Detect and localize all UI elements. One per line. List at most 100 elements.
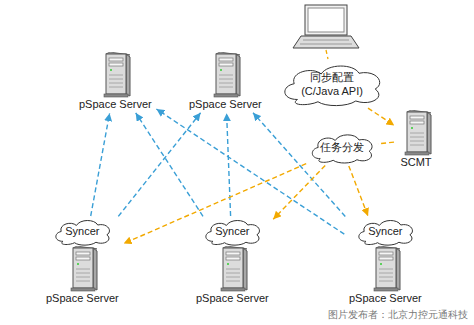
icon-part — [221, 288, 245, 291]
icon-part — [214, 94, 238, 97]
dashed-link — [227, 113, 231, 216]
icon-part — [109, 83, 123, 84]
icon-part — [226, 269, 240, 270]
laptop-keys — [303, 40, 349, 41]
icon-part — [104, 94, 128, 97]
icon-part — [379, 269, 393, 270]
icon-part — [226, 257, 240, 260]
cloud-path — [206, 221, 260, 246]
icon-part — [405, 152, 429, 155]
icon-part — [219, 63, 233, 66]
icon-part — [93, 248, 97, 290]
node-label: Syncer — [65, 225, 99, 238]
icon-part — [220, 69, 222, 71]
icon-part — [227, 263, 229, 265]
dashed-link — [349, 166, 368, 216]
icon-part — [219, 87, 233, 88]
icon-part — [243, 248, 247, 290]
icon-part — [411, 127, 413, 129]
icon-part — [410, 141, 424, 142]
server-node: pSpace Server — [186, 52, 265, 111]
icon-part — [410, 133, 424, 134]
server-icon — [215, 246, 249, 292]
laptop-keyboard — [293, 36, 359, 48]
icon-part — [219, 58, 233, 61]
icon-part — [376, 248, 396, 288]
syncer-server: Syncer pSpace Server — [43, 218, 122, 305]
syncer-cloud: Syncer — [355, 218, 416, 246]
dashed-link — [91, 113, 110, 216]
node-label: 同步配置 (C/Java API) — [290, 71, 374, 97]
dashed-leader — [326, 50, 328, 59]
syncer-cloud: Syncer — [52, 218, 113, 246]
node-label: 任务分发 — [320, 141, 364, 154]
icon-part — [219, 79, 233, 80]
icon-part — [76, 281, 90, 282]
syncer-server: SyncerpSpace Server — [346, 218, 425, 305]
icon-part — [109, 79, 123, 80]
icon-part — [396, 248, 400, 290]
dashed-link — [136, 113, 203, 216]
icon-part — [109, 58, 123, 61]
icon-part — [109, 63, 123, 66]
icon-part — [226, 281, 240, 282]
node-label: pSpace Server — [46, 292, 119, 305]
icon-part — [219, 75, 233, 76]
icon-part — [410, 145, 424, 146]
icon-part — [110, 69, 112, 71]
icon-part — [380, 263, 382, 265]
icon-part — [76, 273, 90, 274]
server-node: SCMT — [396, 110, 436, 169]
icon-part — [379, 273, 393, 274]
icon-part — [76, 269, 90, 270]
cloud-path — [359, 221, 413, 246]
laptop-screen — [305, 5, 347, 35]
icon-part — [410, 116, 424, 119]
laptop-display — [308, 8, 344, 32]
syncer-cloud: Syncer — [202, 218, 263, 246]
cloud-path — [56, 221, 110, 246]
icon-part — [374, 288, 398, 291]
icon-part — [71, 288, 95, 291]
cloud-path — [312, 135, 372, 163]
icon-part — [410, 137, 424, 138]
dashed-link — [118, 113, 200, 217]
server-node: pSpace Server — [76, 52, 155, 111]
dashed-link — [253, 113, 345, 217]
node-label: SCMT — [400, 156, 431, 169]
icon-part — [226, 273, 240, 274]
icon-part — [379, 281, 393, 282]
node-label: pSpace Server — [189, 98, 262, 111]
node-label: pSpace Server — [79, 98, 152, 111]
icon-part — [223, 248, 243, 288]
laptop-keys — [300, 44, 352, 45]
icon-part — [226, 252, 240, 255]
server-icon — [98, 52, 132, 98]
icon-part — [77, 263, 79, 265]
dashed-link — [156, 109, 344, 234]
icon-part — [109, 87, 123, 88]
icon-part — [410, 121, 424, 124]
server-icon — [368, 246, 402, 292]
icon-part — [407, 112, 427, 152]
dashed-link — [368, 108, 394, 125]
icon-part — [379, 277, 393, 278]
cloud-path — [285, 66, 380, 106]
icon-part — [379, 257, 393, 260]
node-label: pSpace Server — [196, 292, 269, 305]
icon-part — [76, 277, 90, 278]
dashed-link — [378, 142, 394, 144]
icon-part — [76, 257, 90, 260]
node-label: Syncer — [368, 225, 402, 238]
icon-part — [226, 277, 240, 278]
cloud-bubble: 同步配置 (C/Java API) — [278, 62, 386, 107]
icon-part — [216, 54, 236, 94]
dashed-link — [273, 165, 325, 219]
icon-part — [379, 252, 393, 255]
icon-part — [109, 75, 123, 76]
icon-part — [76, 252, 90, 255]
icon-part — [236, 54, 240, 96]
node-label: Syncer — [215, 225, 249, 238]
icon-part — [219, 83, 233, 84]
